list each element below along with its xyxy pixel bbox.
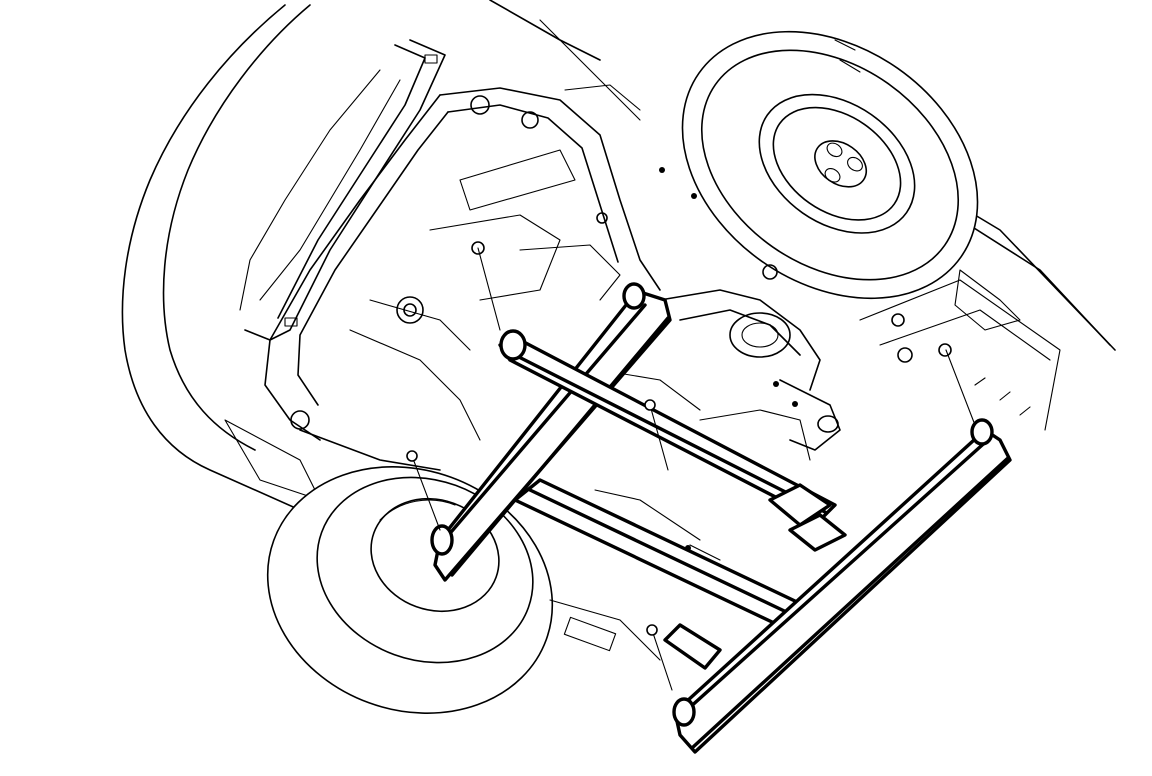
- lift-pads: [663, 483, 847, 670]
- radiator-support: [239, 39, 446, 341]
- lift-support-beam-right: [672, 418, 1012, 754]
- vehicle-body-outline: [121, 0, 1116, 511]
- spare-tire: [681, 30, 979, 300]
- lift-support-beam-left: [430, 282, 672, 582]
- engine-cradle: [264, 87, 661, 471]
- underbody-details: [549, 39, 861, 661]
- lift-point-leaders: [406, 247, 976, 691]
- rear-suspension: [539, 19, 1031, 461]
